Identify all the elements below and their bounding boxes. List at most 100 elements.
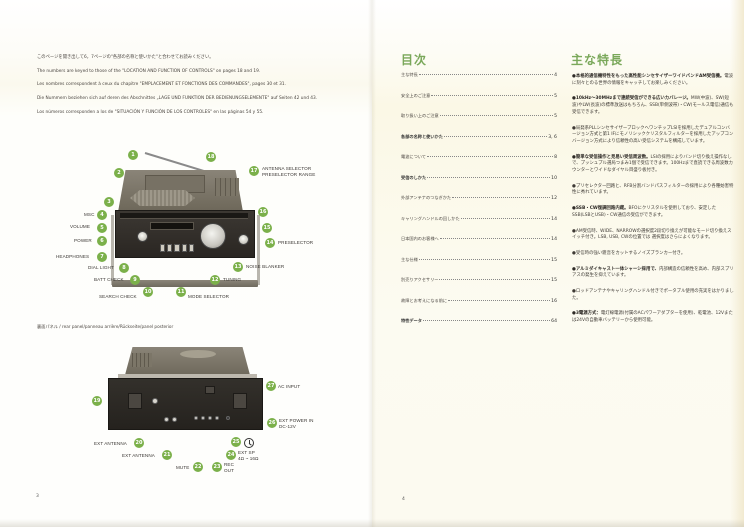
callout-24: 24 [226, 450, 236, 460]
mode-buttons [160, 244, 195, 252]
toc-leader [418, 258, 551, 260]
ext-sp-jack [208, 416, 212, 420]
feature-text: 内部構造の信頼性を高め、内部スプリアスの発生を抑えています。 [572, 266, 734, 279]
multilingual-notes: このページを開き出して6，7ページの"各部の名称と使いかた"と合わせてお読みくだ… [37, 55, 367, 123]
toc-leader [439, 115, 554, 116]
toc-leader [422, 320, 551, 321]
tuning-knob [200, 223, 226, 249]
label-noise-blanker: NOISE BLANKER [246, 264, 285, 269]
rec-out-jack [201, 416, 205, 420]
label-preselector: PRESELECTOR [278, 240, 314, 245]
feature-text: ●AM受信時、WIDE、NARROWの選択度2段切り換えが可能なモード切り換えス… [572, 228, 732, 241]
feature-item: ●本格的通信機特性をもった高性能シンセサイザーワイドバンドAM受信機。電波に刻々… [572, 74, 734, 87]
feature-lead: ●アルミダイキャスト一体シャーシ採用で、 [572, 266, 659, 272]
feature-item: ●簡単な受信操作と見易い受信周波数。LSIの採用によりバンド切り換え操作なしで、… [572, 155, 734, 175]
feature-item: ●AM受信時、WIDE、NARROWの選択度2段切り換えが可能なモード切り換えス… [572, 229, 734, 242]
toc-entry[interactable]: 取り扱い上のご注意 5 [401, 113, 557, 134]
feature-item: ●10kHz～30MHzまで連続受信ができる広いカバレージ。MW(中波)、SW(… [572, 96, 734, 116]
label-preselector-range: PRESELECTOR RANGE [262, 172, 316, 177]
callout-16: 16 [258, 207, 268, 217]
toc-entry-label: 特性データ [401, 318, 422, 323]
toc-leader [431, 94, 554, 96]
callout-9: 9 [130, 275, 140, 285]
page-number-left: 3 [36, 494, 39, 499]
callout-27: 27 [266, 381, 276, 391]
label-mute: MUTE [176, 465, 190, 470]
toc-entry-label: 受信のしかた [401, 174, 427, 180]
toc-leader [452, 197, 551, 198]
feature-lead: ●3電源方式： [572, 311, 601, 317]
label-volume: VOLUME [70, 224, 91, 229]
left-page: このページを開き出して6，7ページの"各部の名称と使いかた"と合わせてお読みくだ… [0, 0, 372, 527]
handle-arm-right [257, 215, 260, 285]
toc-entry-label: 別売りアクセサリー [401, 277, 439, 282]
toc-entry-label: 日本国内のお客様へ [401, 236, 439, 241]
volume-knob [137, 231, 148, 242]
note-spanish: Los números corresponden a los de "SITUA… [37, 109, 264, 115]
label-power: POWER [74, 238, 92, 243]
toc-title: 目次 [401, 53, 428, 67]
top-vent [215, 178, 239, 196]
features-list: ●本格的通信機特性をもった高性能シンセサイザーワイドバンドAM受信機。電波に刻々… [572, 74, 734, 334]
label-antenna-selector: ANTENNA SELECTOR [262, 166, 312, 171]
feature-text: ●受信時の強い雑音をカットするノイズブランカー付き。 [572, 250, 686, 256]
feature-text: ●プリセレクター回路と、RFB分割バンドパスフィルターの採用により各種妨害特性に… [572, 183, 734, 196]
callout-20: 20 [134, 438, 144, 448]
toc-entry-label: 主な特長 [401, 72, 418, 77]
feature-text: MW(中波)、SW(短波)やLW(長波)の標準放送はもちろん、SSB(単側波帯)… [572, 96, 734, 115]
rear-bracket-left [128, 393, 142, 409]
jack-25 [215, 416, 219, 420]
feature-item: ●3電源方式：電灯線電源(付属のACパワーアダプターを使用)、乾電池、12Vまた… [572, 311, 734, 324]
feature-text: LSIの採用によりバンド切り換え操作なしで、プッシュプル選局つまみ1個で受信でき… [572, 154, 733, 174]
callout-13: 13 [233, 262, 243, 272]
toc-leader [448, 299, 551, 301]
note-french: Les nombres correspondent à ceux du chap… [37, 82, 286, 88]
callout-22: 22 [193, 462, 203, 472]
callout-21: 21 [162, 450, 172, 460]
handle-arm-left [111, 215, 114, 285]
toc-leader [427, 156, 554, 157]
page-bottom-shadow [0, 519, 744, 527]
toc-leader [460, 217, 551, 219]
toc-entry-label: 故障とお考えになる前に [401, 297, 448, 303]
label-ext-sp-impedance: 4Ω ~ 16Ω [238, 456, 259, 461]
label-msc: MSC [84, 212, 95, 217]
ext-power-jack [226, 416, 230, 420]
toc-entry-page: 5 [554, 114, 557, 119]
callout-4: 4 [97, 210, 107, 220]
label-batt-check: BATT CHECK [94, 277, 124, 282]
book-gutter [368, 0, 376, 527]
feature-item: ●アルミダイキャスト一体シャーシ採用で、内部構造の信頼性を高め、内部スプリアスの… [572, 267, 734, 280]
label-dial-light: DIAL LIGHT [88, 265, 114, 270]
label-out: OUT [224, 468, 234, 473]
toc-entry-label: 取り扱い上のご注意 [401, 113, 439, 118]
feature-item: ●SSB・CW復調回路内蔵。BFOにクリスタルを使用しており、安定したSSB(L… [572, 206, 734, 219]
rear-vent [132, 353, 152, 367]
note-german: Die Nummern beziehen sich auf deren des … [37, 96, 318, 102]
feature-item: ●局発系PLLシンセサイザーブロックへワンチップLSIを採用したデュアルコンバー… [572, 126, 734, 146]
toc-entry-page: 15 [551, 257, 557, 263]
ext-antenna-jack [152, 398, 158, 404]
mute-jack [194, 416, 198, 420]
toc-entry-page: 8 [554, 155, 557, 160]
label-ext-antenna-21: EXT ANTENNA [122, 453, 155, 458]
ext-antenna-terminal-b [172, 417, 177, 422]
page-number-right: 4 [402, 497, 405, 502]
callout-8: 8 [119, 263, 129, 273]
toc-entry-page: 3, 6 [548, 134, 557, 140]
callout-12: 12 [210, 275, 220, 285]
toc-leader [439, 238, 551, 239]
